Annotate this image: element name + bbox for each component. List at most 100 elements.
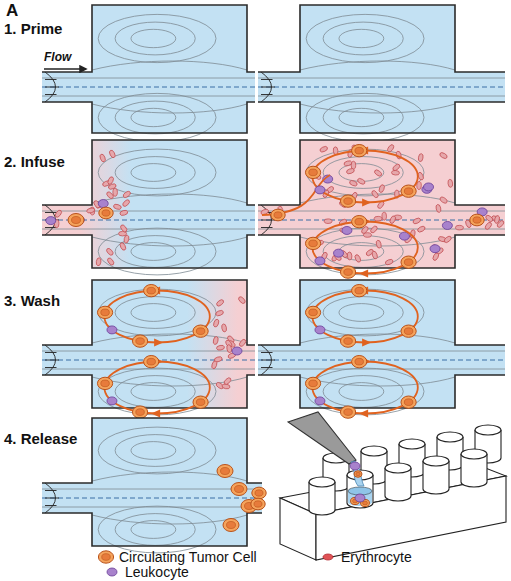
step-title: 1. Prime: [4, 20, 62, 37]
tumor-cell: [401, 325, 416, 337]
chamber: [42, 280, 255, 418]
legend-sample: [102, 564, 122, 580]
tumor-cell: [271, 209, 285, 221]
leukocyte: [342, 226, 352, 234]
tumor-cell: [305, 166, 320, 178]
leukocyte: [442, 221, 452, 229]
erythrocyte: [417, 225, 426, 233]
erythrocyte: [387, 144, 395, 153]
erythrocyte: [389, 215, 397, 224]
tumor-cell: [340, 406, 355, 418]
tumor-cell: [98, 551, 113, 563]
erythrocyte: [106, 257, 115, 266]
tumor-cell: [470, 214, 484, 226]
tumor-cell: [68, 214, 84, 227]
leukocyte: [107, 568, 117, 576]
leukocyte: [355, 494, 365, 502]
erythrocyte: [106, 191, 115, 200]
erythrocyte: [485, 214, 494, 223]
erythrocyte: [357, 177, 366, 185]
tumor-cell: [305, 306, 320, 318]
erythrocyte: [391, 170, 399, 175]
tumor-cell: [193, 396, 208, 408]
tumor-cell: [305, 237, 320, 249]
erythrocyte: [226, 344, 232, 353]
tumor-cell: [132, 335, 147, 347]
panel-letter: A: [6, 1, 18, 21]
erythrocyte: [455, 225, 463, 230]
erythrocyte: [484, 221, 493, 230]
leukocyte: [46, 217, 56, 225]
erythrocyte: [107, 176, 115, 185]
well-plate: [280, 425, 506, 560]
tumor-cell: [217, 465, 233, 478]
step-title: 2. Infuse: [4, 153, 65, 170]
erythrocyte: [370, 225, 379, 234]
tumor-cell: [340, 266, 355, 278]
leukocyte: [232, 347, 242, 355]
tumor-cell: [352, 144, 367, 156]
tumor-cell: [340, 195, 355, 207]
erythrocyte: [371, 190, 380, 199]
step-title: 3. Wash: [4, 292, 60, 309]
leukocyte: [424, 183, 434, 191]
erythrocyte: [432, 252, 440, 261]
erythrocyte: [213, 319, 220, 328]
erythrocyte: [418, 153, 424, 162]
chamber: [258, 280, 505, 418]
erythrocyte: [119, 210, 128, 217]
erythrocyte: [223, 377, 232, 386]
erythrocyte: [113, 203, 122, 210]
leukocyte: [315, 326, 325, 334]
erythrocyte: [354, 254, 362, 263]
legend-entry: Circulating Tumor Cell: [96, 549, 257, 565]
legend-sample: [96, 549, 116, 565]
erythrocyte: [412, 217, 421, 225]
erythrocyte: [105, 247, 114, 256]
erythrocyte: [371, 251, 378, 260]
tumor-cell: [144, 284, 159, 296]
leukocyte: [98, 200, 108, 208]
leukocyte: [107, 397, 117, 405]
tumor-cell: [132, 406, 147, 418]
pipette: [288, 412, 364, 486]
tumor-cell: [305, 377, 320, 389]
tumor-cell: [354, 471, 362, 478]
leukocyte: [315, 257, 325, 265]
flow-label: Flow: [44, 51, 71, 65]
tumor-cell: [401, 185, 416, 197]
erythrocyte: [349, 180, 358, 187]
leukocyte: [107, 326, 117, 334]
erythrocyte: [439, 196, 448, 204]
leukocyte: [334, 249, 344, 257]
flow-arrow: [44, 68, 86, 69]
tumor-cell: [223, 519, 239, 532]
erythrocyte: [374, 216, 382, 221]
erythrocyte: [237, 296, 246, 305]
tumor-cell: [97, 306, 112, 318]
erythrocyte: [108, 149, 116, 158]
erythrocyte: [213, 336, 219, 345]
erythrocyte: [211, 360, 218, 369]
erythrocyte: [122, 190, 131, 198]
erythrocyte: [123, 235, 129, 244]
chamber: [258, 5, 505, 142]
erythrocyte: [378, 184, 385, 193]
erythrocyte: [122, 199, 131, 208]
tumor-cell: [340, 335, 355, 347]
chamber: [42, 5, 255, 142]
erythrocyte: [324, 219, 332, 224]
erythrocyte: [113, 188, 118, 196]
erythrocyte: [385, 259, 394, 266]
erythrocyte: [494, 215, 500, 224]
erythrocyte: [346, 168, 355, 175]
erythrocyte: [99, 153, 106, 162]
leukocyte: [315, 186, 325, 194]
tumor-cell: [97, 377, 112, 389]
erythrocyte: [343, 160, 352, 167]
step-title: 4. Release: [4, 430, 77, 447]
erythrocyte: [119, 224, 128, 233]
tumor-cell: [352, 215, 367, 227]
erythrocyte: [382, 212, 387, 220]
tumor-cell: [401, 256, 416, 268]
